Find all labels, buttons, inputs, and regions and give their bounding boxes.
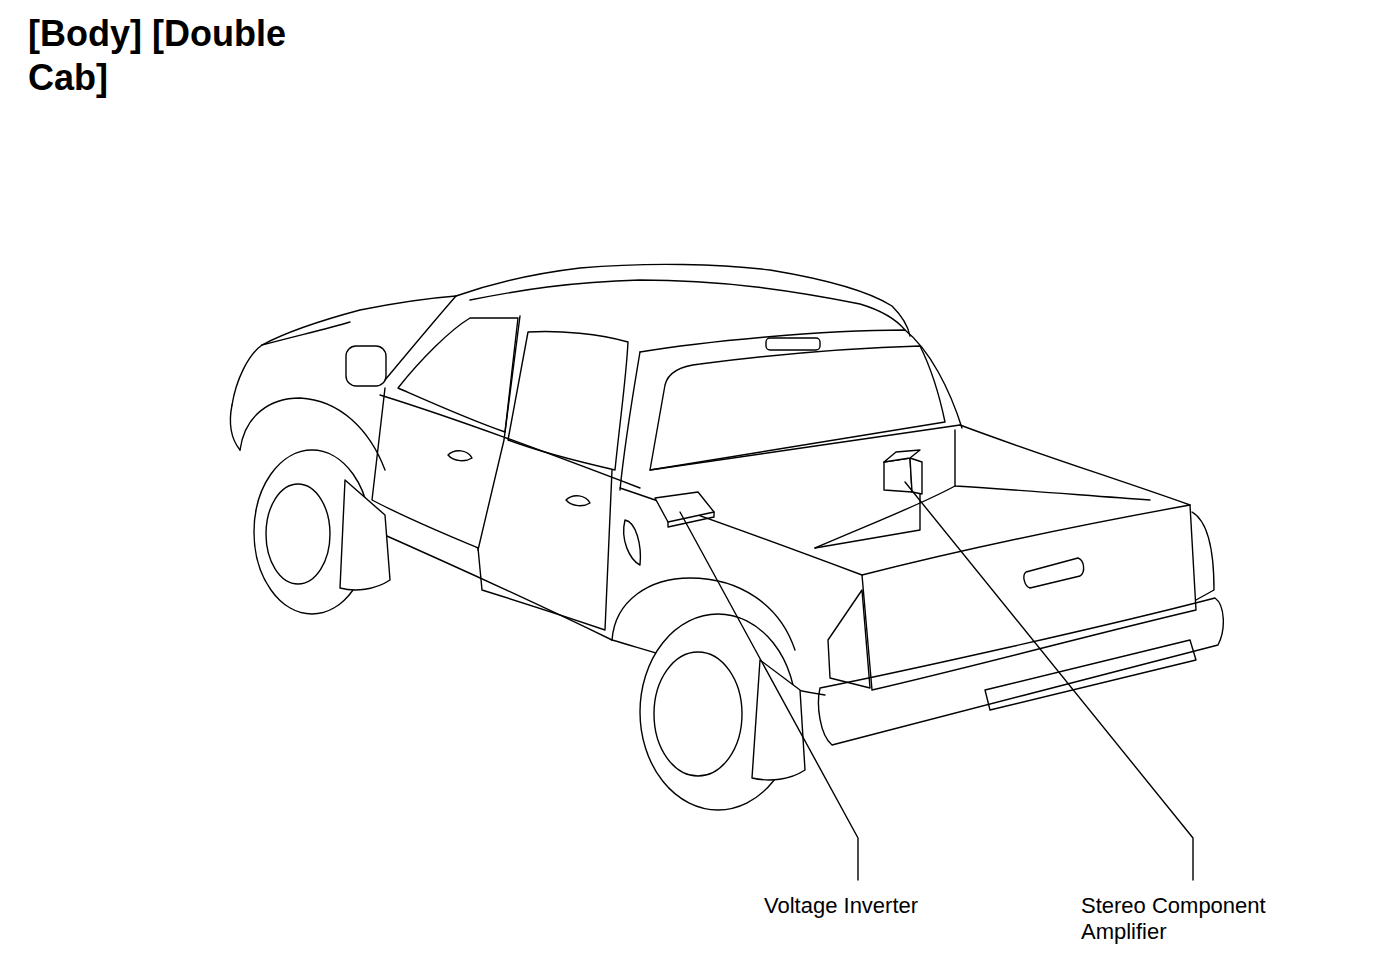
amplifier-box-front — [884, 458, 912, 492]
door-handle — [448, 451, 472, 461]
hood-outline — [232, 296, 456, 405]
bed-rail-right — [960, 425, 1190, 505]
part-label: Voltage Inverter — [764, 893, 918, 919]
roof-edge — [470, 280, 905, 330]
bed-right-wall — [955, 430, 1150, 500]
rear-window-side — [508, 331, 628, 470]
brake-light — [766, 338, 820, 350]
a-pillar — [385, 296, 456, 380]
door-handle — [566, 496, 590, 506]
side-mirror — [346, 346, 386, 386]
rear-rim — [654, 652, 742, 776]
leader-lines — [680, 482, 1193, 880]
rear-door — [478, 470, 612, 630]
cab-back — [640, 330, 962, 428]
bed-rail-left — [620, 488, 862, 575]
body-beltline — [380, 395, 640, 488]
part-label: Stereo Component Amplifier — [1081, 893, 1313, 945]
tailgate — [862, 505, 1196, 690]
taillight-left — [828, 590, 870, 688]
rear-mudflap — [752, 660, 805, 780]
page-title: [Body] [Double Cab] — [28, 12, 288, 100]
front-door — [372, 388, 478, 548]
bumper-recess — [985, 640, 1196, 710]
front-mudflap — [340, 480, 390, 590]
amplifier-box-side — [910, 458, 922, 494]
truck-body — [230, 264, 1223, 810]
front-window — [398, 318, 518, 432]
c-pillar — [620, 352, 640, 490]
roof-outline — [456, 264, 910, 336]
rocker-panel — [362, 525, 612, 640]
tailgate-handle — [1024, 558, 1084, 588]
leader-line — [680, 512, 858, 880]
amplifier-box-top — [884, 450, 920, 462]
voltage-inverter-box — [655, 492, 714, 522]
hood-line — [262, 322, 350, 345]
rear-window — [650, 346, 945, 470]
taillight-right — [1192, 512, 1214, 600]
b-pillar — [478, 316, 520, 550]
front-bumper — [230, 405, 240, 450]
components — [655, 450, 922, 527]
front-rim — [266, 484, 330, 584]
leader-line — [905, 482, 1193, 880]
voltage-inverter-box-side — [668, 512, 714, 527]
rear-bumper — [819, 598, 1224, 745]
fuel-door — [624, 520, 641, 565]
